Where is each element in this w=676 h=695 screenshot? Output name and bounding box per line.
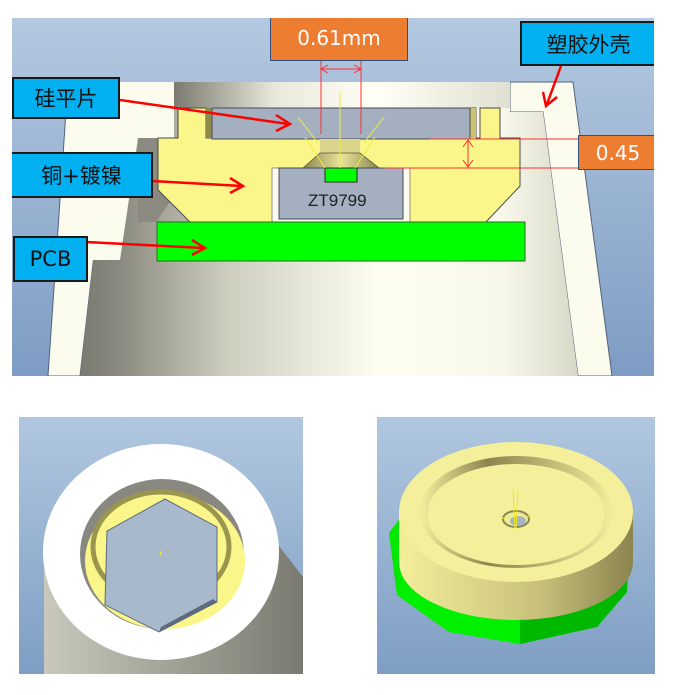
hex-sensor-edge	[159, 599, 217, 632]
chip-label: ZT9799	[308, 191, 367, 210]
dimension-label-hole-width: 0.61mm	[270, 18, 408, 61]
sensor-hole-bottom	[510, 516, 526, 526]
label-copper-nickel: 铜+镀镍	[12, 152, 153, 198]
leader-arrows	[85, 65, 563, 257]
isometric-view-drawing	[377, 417, 655, 674]
top-view-panel	[19, 417, 303, 674]
center-mark	[159, 550, 162, 556]
dimension-0.45-lines	[385, 138, 610, 169]
label-silicon-plate: 硅平片	[12, 77, 120, 119]
construction-lines	[297, 92, 385, 169]
sensor-window	[324, 167, 358, 183]
top-view-drawing	[19, 417, 303, 674]
silicon-plate	[211, 107, 471, 140]
label-copper-nickel-text: 铜+镀镍	[41, 164, 122, 188]
dimension-thickness-text: 0.45	[595, 140, 641, 165]
label-pcb: PCB	[13, 236, 88, 282]
label-plastic-housing-text: 塑胶外壳	[546, 32, 631, 57]
dimension-label-thickness: 0.45	[578, 135, 654, 170]
label-pcb-text: PCB	[29, 247, 72, 271]
dimension-hole-width-text: 0.61mm	[297, 26, 381, 50]
label-plastic-housing: 塑胶外壳	[520, 21, 654, 66]
dimension-0.61-lines	[319, 55, 363, 134]
copper-slot-left	[206, 108, 212, 138]
label-silicon-plate-text: 硅平片	[34, 87, 98, 111]
main-cross-section-view: 硅平片 铜+镀镍 PCB 塑胶外壳 0.61mm 0.45 ZT9799	[12, 18, 654, 376]
housing-top-band	[174, 82, 510, 108]
copper-slot-right	[470, 108, 476, 138]
construction-lines	[500, 488, 532, 530]
pcb-board	[156, 221, 526, 262]
isometric-view-panel	[377, 417, 655, 674]
